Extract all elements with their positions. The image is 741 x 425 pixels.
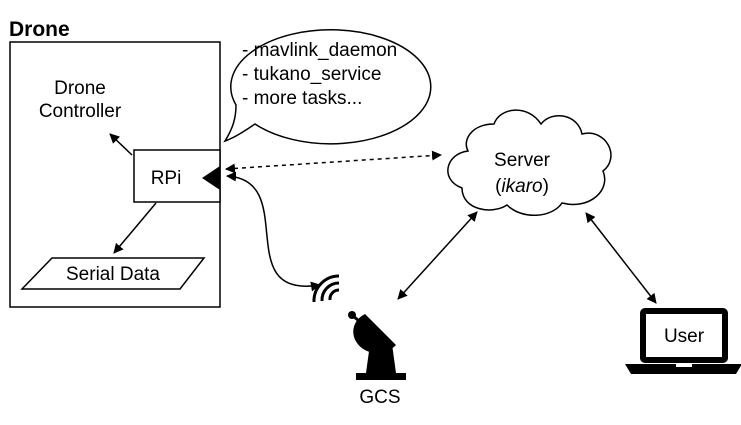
- server-cloud: [447, 109, 612, 217]
- laptop-icon: [625, 308, 741, 374]
- task-speech-bubble: [223, 29, 432, 145]
- rpi-server-4g-link: [225, 150, 442, 174]
- satellite-dish-icon: [312, 274, 406, 380]
- bubble-item-tukano-service: - tukano_service: [242, 64, 381, 85]
- serial-data-shape: [20, 257, 206, 290]
- rpi-label: RPi: [151, 168, 182, 189]
- server-user-link: [585, 212, 657, 304]
- bubble-item-more-tasks: - more tasks...: [242, 88, 362, 109]
- server-gcs-link: [397, 211, 478, 300]
- gcs-label: GCS: [359, 387, 400, 408]
- user-label: User: [664, 326, 705, 347]
- server-name-label: (ikaro): [495, 176, 549, 197]
- bubble-item-mavlink-daemon: - mavlink_daemon: [242, 40, 397, 61]
- rpi-to-controller-arrow: [109, 133, 133, 156]
- serial-data-label: Serial Data: [66, 264, 160, 285]
- drone-controller-label-line1: Drone: [54, 78, 106, 99]
- drone-controller-label-line2: Controller: [39, 101, 122, 122]
- rpi-antenna-triangle: [202, 166, 220, 190]
- rpi-gcs-link: [226, 171, 321, 292]
- server-label: Server: [494, 150, 551, 171]
- rpi-to-serial-arrow: [113, 202, 157, 254]
- drone-title: Drone: [9, 18, 70, 41]
